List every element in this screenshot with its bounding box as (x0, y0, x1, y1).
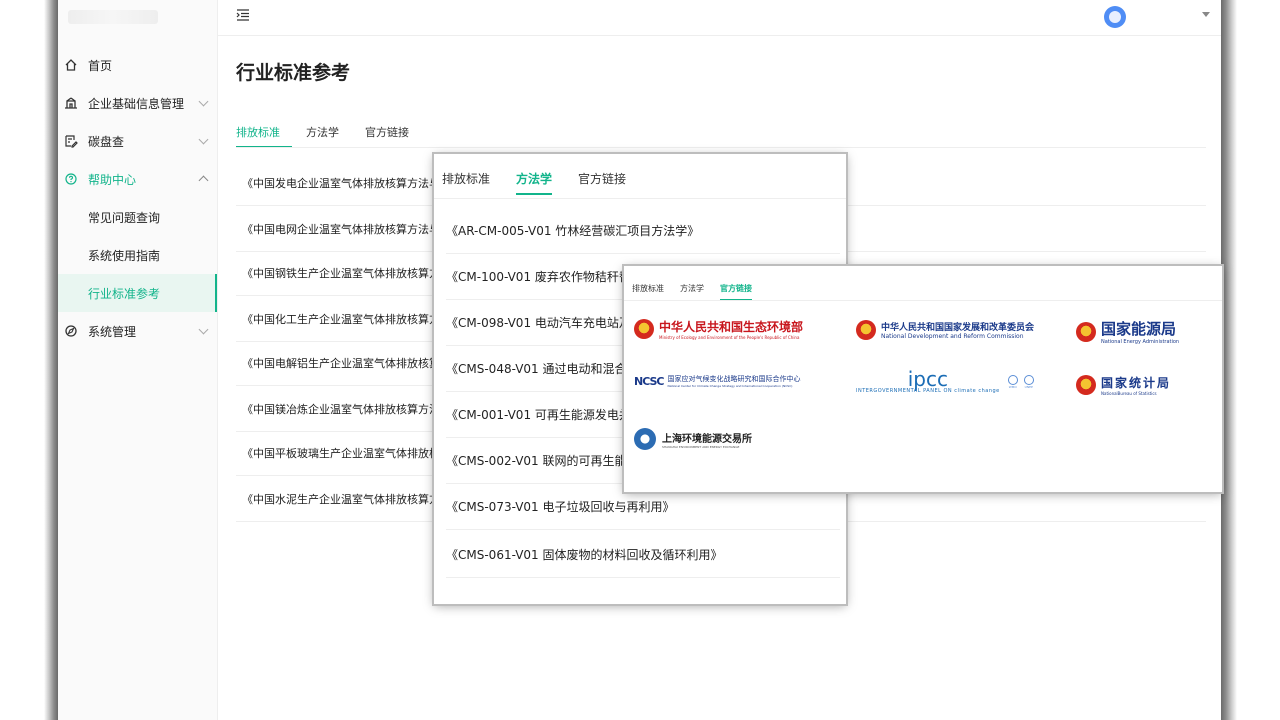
tab-methodology[interactable]: 方法学 (680, 284, 704, 293)
link-mee[interactable]: 中华人民共和国生态环境部 Ministry of Ecology and Env… (634, 318, 803, 340)
link-seee[interactable]: 上海环境能源交易所 SHANGHAI ENVIRONMENT AND ENERG… (634, 428, 752, 450)
tab-methodology[interactable]: 方法学 (516, 170, 553, 195)
tab-official-links[interactable]: 官方链接 (365, 126, 409, 139)
chevron-down-icon (198, 324, 209, 335)
sidebar-subitem-label: 系统使用指南 (88, 248, 161, 263)
sidebar-item-home[interactable]: 首页 (58, 46, 217, 84)
methodology-panel-tabs: 排放标准 方法学 官方链接 (442, 170, 652, 195)
org-name-en: SHANGHAI ENVIRONMENT AND ENERGY EXCHANGE (662, 444, 740, 449)
compass-icon (65, 325, 77, 337)
sidebar-subitem-guide[interactable]: 系统使用指南 (58, 236, 217, 274)
link-ncsc[interactable]: NCSC 国家应对气候变化战略研究和国际合作中心 National Center… (634, 374, 801, 389)
page-title: 行业标准参考 (236, 62, 351, 84)
org-name: 中华人民共和国国家发展和改革委员会 (881, 323, 1035, 333)
methodology-list-item[interactable]: 《AR-CM-005-V01 竹林经营碳汇项目方法学》 (446, 208, 840, 254)
sidebar-subitem-standards[interactable]: 行业标准参考 (58, 274, 217, 312)
sidebar-item-label: 企业基础信息管理 (88, 96, 185, 111)
wmo-label: WMO (1008, 385, 1017, 389)
org-name: 国家应对气候变化战略研究和国际合作中心 (667, 375, 801, 383)
org-name: 国家统计局 (1101, 376, 1172, 390)
menu-fold-icon[interactable] (236, 8, 250, 22)
chevron-down-icon (198, 96, 209, 107)
unep-logo-icon (1023, 375, 1034, 385)
link-ndrc[interactable]: 中华人民共和国国家发展和改革委员会 National Development a… (856, 320, 1034, 340)
link-nea[interactable]: 国家能源局 National Energy Administration (1076, 318, 1179, 345)
sidebar-item-system-management[interactable]: 系统管理 (58, 312, 217, 350)
national-emblem-icon (856, 320, 876, 340)
top-bar (218, 0, 1221, 36)
ipcc-logo-icon: ipcc (907, 367, 948, 391)
user-avatar-icon[interactable] (1104, 6, 1126, 28)
tab-emission-standards[interactable]: 排放标准 (632, 284, 664, 293)
tabs-divider (624, 300, 1222, 301)
window-frame-right (1221, 0, 1237, 720)
org-name-en: National Energy Administration (1101, 339, 1180, 345)
org-name: 中华人民共和国生态环境部 (659, 320, 804, 334)
question-circle-icon (65, 173, 77, 185)
home-icon (65, 59, 77, 71)
org-name-en: Ministry of Ecology and Environment of t… (659, 335, 800, 340)
wmo-logo-icon (1007, 375, 1018, 385)
sidebar-item-label: 首页 (88, 58, 113, 73)
window-frame-left (44, 0, 58, 720)
tab-emission-standards[interactable]: 排放标准 (442, 172, 491, 186)
tab-official-links[interactable]: 官方链接 (720, 283, 752, 301)
sidebar-subitem-faq[interactable]: 常见问题查询 (58, 198, 217, 236)
national-emblem-icon (634, 319, 654, 339)
links-panel-tabs: 排放标准 方法学 官方链接 (632, 283, 768, 301)
org-name-en: NationalBureau of Statistics (1101, 391, 1157, 396)
sidebar-subitem-label: 常见问题查询 (88, 210, 161, 225)
sidebar-item-company-info[interactable]: 企业基础信息管理 (58, 84, 217, 122)
national-emblem-icon (1076, 375, 1096, 395)
tab-methodology[interactable]: 方法学 (306, 126, 339, 139)
org-name-en: INTERGOVERNMENTAL PANEL ON climate chang… (856, 388, 1000, 394)
org-name-en: National Development and Reform Commissi… (881, 333, 1024, 340)
link-ipcc[interactable]: ipcc INTERGOVERNMENTAL PANEL ON climate … (856, 367, 1034, 394)
sidebar-item-carbon-inventory[interactable]: 碳盘查 (58, 122, 217, 160)
sidebar-item-label: 帮助中心 (88, 172, 137, 187)
tab-official-links[interactable]: 官方链接 (578, 172, 627, 186)
standards-tabs: 排放标准 方法学 官方链接 (236, 124, 435, 148)
sidebar-item-label: 碳盘查 (88, 134, 125, 149)
tabs-divider (236, 147, 1206, 148)
chevron-up-icon (198, 175, 209, 186)
building-icon (65, 97, 77, 109)
org-name: 国家能源局 (1101, 320, 1177, 338)
chevron-down-icon (198, 134, 209, 145)
sidebar-logo (58, 0, 217, 38)
seee-logo-icon (634, 428, 656, 450)
methodology-list-item[interactable]: 《CMS-061-V01 固体废物的材料回收及循环利用》 (446, 532, 840, 578)
sidebar: 首页 企业基础信息管理 碳盘查 帮助中心 常见问题查询 系统使用指南 行业标准参… (58, 0, 218, 720)
org-name: 上海环境能源交易所 (662, 433, 752, 445)
tab-emission-standards[interactable]: 排放标准 (236, 124, 292, 148)
caret-down-icon[interactable] (1202, 12, 1210, 17)
tabs-divider (434, 198, 846, 199)
link-nbs[interactable]: 国家统计局 NationalBureau of Statistics (1076, 374, 1171, 396)
official-links-panel: 排放标准 方法学 官方链接 中华人民共和国生态环境部 Ministry of E… (624, 266, 1222, 492)
national-emblem-icon (1076, 321, 1096, 342)
ncsc-logo-icon: NCSC (634, 374, 665, 388)
edit-icon (65, 135, 78, 148)
sidebar-item-help-center[interactable]: 帮助中心 (58, 160, 217, 198)
sidebar-item-label: 系统管理 (88, 324, 137, 339)
sidebar-subitem-label: 行业标准参考 (88, 286, 161, 301)
methodology-list-item[interactable]: 《CMS-073-V01 电子垃圾回收与再利用》 (446, 484, 840, 530)
org-name-en: National Center for Climate Change Strat… (667, 384, 793, 388)
unep-label: UNEP (1024, 385, 1033, 389)
